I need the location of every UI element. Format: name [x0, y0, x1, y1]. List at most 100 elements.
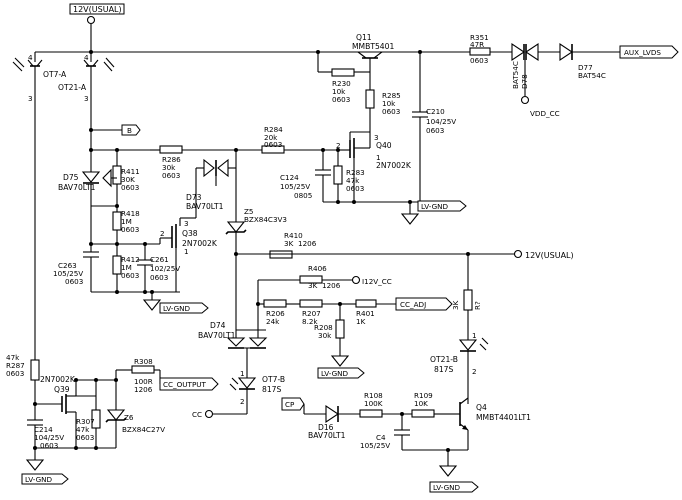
d16-diode: D16 BAV70LT1 [308, 404, 360, 440]
svg-text:104/25V: 104/25V [34, 433, 64, 442]
svg-text:47R: 47R [470, 40, 484, 49]
lv-gnd-q38-label: LV-GND [163, 304, 191, 313]
svg-text:10K: 10K [414, 399, 428, 408]
ot21a-ref: OT21-A [58, 83, 87, 92]
svg-text:30k: 30k [318, 331, 332, 340]
svg-text:30k: 30k [162, 163, 176, 172]
svg-text:R286: R286 [162, 155, 181, 164]
svg-text:0603: 0603 [382, 107, 400, 116]
q39-ref: Q39 [54, 385, 70, 394]
ot21b-led: 3K R? 1 2 OT21-B 817S [430, 254, 489, 392]
c210-capacitor: C210 104/25V 0603 [412, 52, 456, 202]
svg-text:0603: 0603 [76, 433, 94, 442]
svg-text:3K: 3K [451, 300, 460, 310]
svg-text:R401: R401 [356, 309, 375, 318]
d75-value: BAV70LT1 [58, 183, 96, 192]
svg-text:Z5: Z5 [244, 207, 254, 216]
svg-text:817S: 817S [434, 365, 453, 374]
svg-text:D75: D75 [63, 173, 79, 182]
cp-input: CP [281, 397, 326, 415]
svg-text:105/25V: 105/25V [53, 269, 83, 278]
svg-text:R308: R308 [134, 357, 153, 366]
q40-ref: Q40 [376, 141, 392, 150]
svg-text:10k: 10k [382, 99, 396, 108]
svg-text:105/25V: 105/25V [360, 441, 390, 450]
b-net-label: B [127, 126, 132, 135]
svg-text:1: 1 [472, 331, 477, 340]
svg-text:C214: C214 [34, 425, 53, 434]
r285-resistor: R285 10k 0603 [365, 72, 401, 132]
svg-text:0603: 0603 [40, 441, 58, 450]
q39-nmos-transistor: 2N7002K Q39 [35, 375, 78, 448]
r308-resistor: R308 100R 1206 CC_OUTPUT [76, 357, 219, 410]
vdd-cc-terminal [520, 95, 530, 105]
c4-capacitor: C4 105/25V [360, 414, 410, 450]
cc-label: CC [192, 410, 202, 419]
svg-text:0603: 0603 [150, 273, 168, 282]
bottom-left-ground: LV-GND [21, 446, 116, 485]
svg-text:2: 2 [160, 229, 165, 238]
svg-text:R?: R? [473, 301, 482, 310]
q4-value: MMBT4401LT1 [476, 413, 531, 422]
svg-text:47k: 47k [346, 176, 360, 185]
d75-diode: D75 BAV70LT1 [58, 130, 150, 206]
svg-text:BAT54C: BAT54C [511, 61, 520, 89]
svg-text:3K: 3K [284, 239, 294, 248]
r406-resistor: I12V_CC R406 3K 1206 [258, 264, 392, 290]
svg-text:3: 3 [28, 94, 33, 103]
svg-text:0603: 0603 [470, 56, 488, 65]
b-net-flag [121, 124, 141, 136]
q38-ref: Q38 [182, 229, 198, 238]
svg-text:0805: 0805 [294, 191, 312, 200]
svg-text:R109: R109 [414, 391, 433, 400]
svg-text:0603: 0603 [332, 95, 350, 104]
vdd-cc-label: VDD_CC [530, 109, 560, 118]
c263-capacitor: C263 105/25V 0603 [53, 206, 99, 292]
svg-text:0603: 0603 [346, 184, 364, 193]
i12v-cc-terminal [351, 275, 361, 285]
q4-npn-transistor: Q4 MMBT4401LT1 [446, 392, 531, 450]
ot7a-phototransistor: 4 OT7-A 3 [12, 52, 67, 360]
ot21b-ref: OT21-B [430, 355, 458, 364]
svg-text:BZX84C3V3: BZX84C3V3 [244, 215, 287, 224]
r283-resistor: R283 47k 0603 [333, 148, 365, 202]
cp-flag [281, 397, 305, 411]
svg-text:2: 2 [472, 367, 477, 376]
svg-text:R207: R207 [302, 309, 321, 318]
q38-value: 2N7002K [182, 239, 218, 248]
svg-text:0603: 0603 [121, 225, 139, 234]
svg-text:R287: R287 [6, 361, 25, 370]
svg-text:C263: C263 [58, 261, 77, 270]
d16-value: BAV70LT1 [308, 431, 346, 440]
svg-text:0603: 0603 [264, 140, 282, 149]
q11-value: MMBT5401 [352, 42, 394, 51]
svg-text:R283: R283 [346, 168, 365, 177]
aux-lvds-label: AUX_LVDS [624, 48, 661, 57]
svg-text:2: 2 [336, 141, 341, 150]
svg-text:20k: 20k [264, 133, 278, 142]
cc-terminal [204, 409, 214, 419]
r108-resistor: R108 100K [359, 391, 412, 418]
svg-text:R418: R418 [121, 209, 140, 218]
d73-value: BAV70LT1 [186, 202, 224, 211]
svg-text:R412: R412 [121, 255, 140, 264]
svg-text:C261: C261 [150, 255, 169, 264]
cp-label: CP [285, 400, 295, 409]
r351-resistor: R351 47R 0603 [420, 33, 512, 65]
c214-capacitor: C214 104/25V 0603 [27, 404, 64, 450]
top-12v-terminal [86, 15, 96, 25]
ot7b-led: 1 2 OT7-B 817S CC [192, 362, 285, 419]
svg-text:0603: 0603 [121, 271, 139, 280]
z5-zener: Z5 BZX84C3V3 [225, 168, 287, 254]
d78-bat54c-diode: VDD_CC BAT54C D78 [511, 42, 560, 118]
r412-resistor: R412 1M 0603 [89, 242, 160, 292]
d74-value: BAV70LT1 [198, 331, 236, 340]
svg-text:C124: C124 [280, 173, 299, 182]
bottom-right-ground: LV-GND [402, 448, 479, 493]
svg-text:1M: 1M [121, 217, 132, 226]
r109-resistor: R109 10K [411, 391, 446, 418]
svg-text:47k: 47k [76, 425, 90, 434]
svg-text:0603: 0603 [426, 126, 444, 135]
d73-diode: D73 BAV70LT1 [186, 150, 237, 211]
